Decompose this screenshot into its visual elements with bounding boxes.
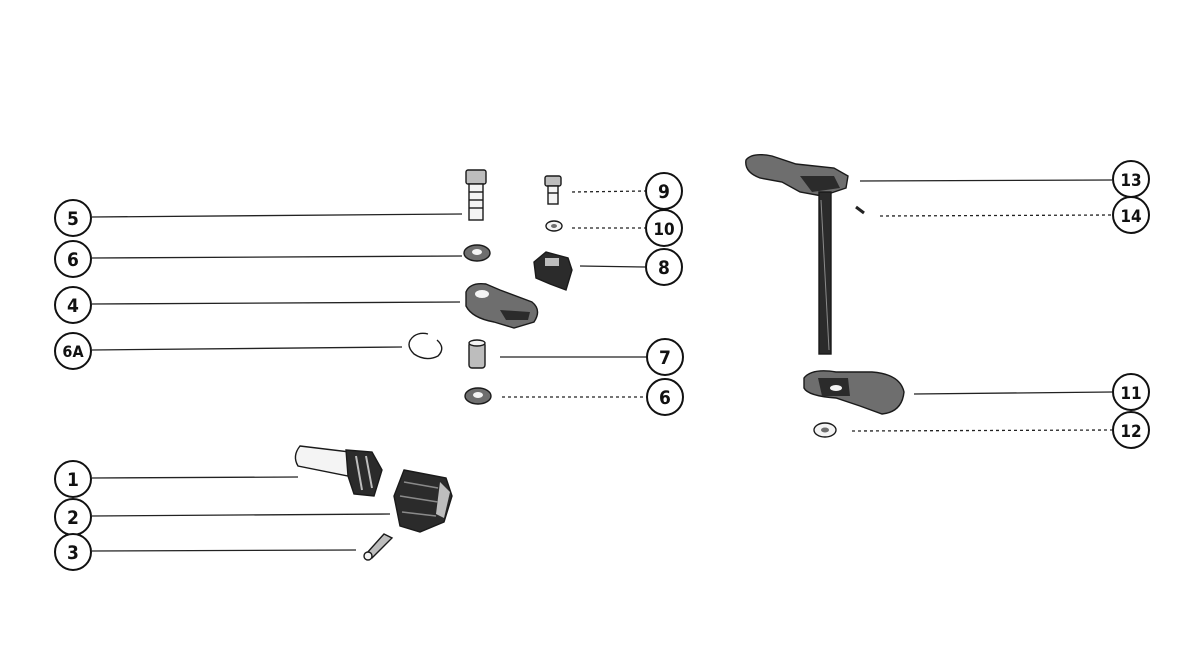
callout-label: 6A	[62, 342, 84, 361]
callout-9: 9	[645, 172, 683, 210]
callout-14: 14	[1112, 196, 1150, 234]
callout-6-top: 6	[54, 240, 92, 278]
pin-part-14	[855, 205, 865, 215]
leader-line-11	[913, 391, 1113, 395]
callout-5: 5	[54, 199, 92, 237]
snap-ring-part-6a	[408, 332, 443, 360]
leader-line-2	[91, 513, 391, 517]
callout-8: 8	[645, 248, 683, 286]
callout-2: 2	[54, 498, 92, 536]
shift-lever-arm-part-13	[745, 153, 849, 355]
callout-label: 1	[67, 469, 79, 491]
clamp-block-part-8	[533, 251, 573, 291]
callout-label: 9	[658, 181, 670, 203]
leader-line-4	[91, 301, 461, 305]
bolt-part-5	[465, 169, 487, 221]
screw-part-9	[544, 175, 562, 205]
leader-line-1	[91, 476, 299, 479]
callout-label: 8	[658, 257, 670, 279]
leader-line-14	[879, 214, 1113, 217]
bevel-gear-part-2	[393, 469, 453, 533]
callout-1: 1	[54, 460, 92, 498]
callout-label: 10	[653, 220, 674, 240]
callout-label: 11	[1120, 384, 1141, 404]
callout-6a: 6A	[54, 332, 92, 370]
callout-label: 13	[1120, 171, 1141, 191]
leader-line-6-top	[91, 255, 463, 259]
callout-13: 13	[1112, 160, 1150, 198]
pinion-shaft-part-1	[294, 445, 383, 497]
callout-6-bottom: 6	[646, 378, 684, 416]
callout-7: 7	[646, 338, 684, 376]
washer-part-10	[545, 220, 563, 232]
callout-10: 10	[645, 209, 683, 247]
callout-label: 6	[659, 387, 671, 409]
washer-part-6-top	[463, 244, 491, 262]
leader-line-8	[579, 265, 646, 268]
callout-label: 14	[1120, 207, 1141, 227]
callout-4: 4	[54, 286, 92, 324]
leader-line-6a	[91, 346, 403, 351]
bushing-part-7	[468, 339, 486, 369]
callout-label: 7	[659, 347, 671, 369]
callout-label: 6	[67, 249, 79, 271]
callout-12: 12	[1112, 411, 1150, 449]
leader-line-13	[859, 179, 1113, 182]
callout-label: 5	[67, 208, 79, 230]
callout-label: 12	[1120, 422, 1141, 442]
leader-line-3	[91, 549, 357, 552]
leader-line-9	[571, 190, 646, 193]
screw-part-3	[363, 533, 394, 561]
callout-label: 4	[67, 295, 79, 317]
leader-line-12	[851, 429, 1113, 432]
washer-part-12	[813, 422, 837, 438]
leader-line-5	[91, 213, 463, 218]
washer-part-6-bottom	[464, 387, 492, 405]
callout-11: 11	[1112, 373, 1150, 411]
callout-3: 3	[54, 533, 92, 571]
lower-arm-part-11	[803, 370, 905, 415]
lever-bracket-part-4	[465, 282, 539, 329]
callout-label: 2	[67, 507, 79, 529]
callout-label: 3	[67, 542, 79, 564]
